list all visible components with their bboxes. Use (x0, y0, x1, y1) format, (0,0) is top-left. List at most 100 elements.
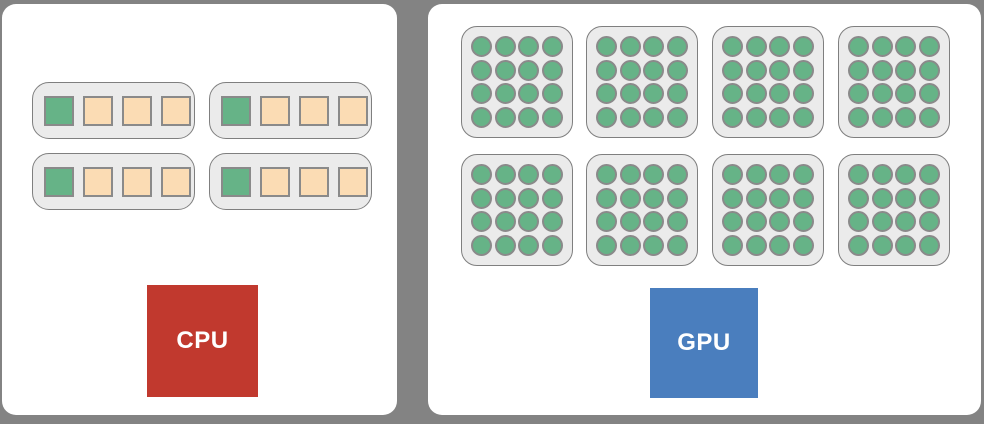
cpu-cache-unit (161, 95, 191, 126)
gpu-core-dot (643, 211, 665, 233)
gpu-core-dot (792, 164, 814, 186)
gpu-core-dot (619, 164, 641, 186)
gpu-core-dot (494, 36, 516, 58)
gpu-core-dot (745, 83, 767, 105)
gpu-core-dot (471, 59, 493, 81)
gpu-core-dot (666, 36, 688, 58)
gpu-core-dot (619, 234, 641, 256)
gpu-core-dot (518, 36, 540, 58)
gpu-core-dot (918, 59, 940, 81)
gpu-core-dot (769, 36, 791, 58)
gpu-core-dot (471, 164, 493, 186)
gpu-core-dot (518, 59, 540, 81)
gpu-core-dot (918, 187, 940, 209)
gpu-core-dot (596, 211, 618, 233)
gpu-core-dot (619, 106, 641, 128)
gpu-core-dot (518, 234, 540, 256)
gpu-core-dot (541, 234, 563, 256)
gpu-core-dot (722, 59, 744, 81)
gpu-core-dot (643, 187, 665, 209)
gpu-core-dot (769, 164, 791, 186)
gpu-core-dot (619, 211, 641, 233)
gpu-core-dot (848, 234, 870, 256)
gpu-core-dot (895, 36, 917, 58)
gpu-chip-label: GPU (650, 288, 758, 398)
gpu-core-dot (541, 211, 563, 233)
gpu-core-dot (722, 234, 744, 256)
gpu-core-dot (619, 59, 641, 81)
gpu-core-dot (643, 83, 665, 105)
gpu-core-dot (918, 211, 940, 233)
gpu-core-dot (871, 211, 893, 233)
gpu-core-block (586, 26, 698, 138)
cpu-cache-unit (299, 166, 329, 197)
cpu-cache-unit (83, 95, 113, 126)
gpu-core-dot (619, 83, 641, 105)
gpu-core-dot (666, 211, 688, 233)
gpu-core-block (712, 154, 824, 266)
gpu-core-block (838, 154, 950, 266)
gpu-core-dot (541, 187, 563, 209)
gpu-core-dot (643, 106, 665, 128)
gpu-core-dot (541, 164, 563, 186)
gpu-core-dot (792, 234, 814, 256)
gpu-core-dot (666, 164, 688, 186)
cpu-cache-unit (338, 95, 368, 126)
gpu-core-dot (518, 187, 540, 209)
gpu-core-dot (541, 59, 563, 81)
gpu-core-dot (541, 106, 563, 128)
gpu-core-dot (471, 106, 493, 128)
gpu-core-dot (848, 106, 870, 128)
gpu-core-dot (792, 36, 814, 58)
cpu-cache-unit (122, 166, 152, 197)
cpu-core-unit (221, 166, 251, 197)
gpu-core-dot (596, 83, 618, 105)
gpu-core-dot (895, 164, 917, 186)
gpu-core-dot (918, 83, 940, 105)
gpu-core-dot (895, 59, 917, 81)
gpu-core-dot (518, 164, 540, 186)
gpu-core-dot (596, 59, 618, 81)
gpu-core-dot (769, 59, 791, 81)
gpu-core-dot (792, 211, 814, 233)
gpu-core-dot (494, 164, 516, 186)
gpu-core-dot (848, 187, 870, 209)
gpu-core-dot (722, 83, 744, 105)
gpu-core-dot (871, 187, 893, 209)
gpu-core-dot (494, 187, 516, 209)
cpu-core-group (209, 82, 372, 139)
cpu-core-group (209, 153, 372, 210)
gpu-core-dot (541, 83, 563, 105)
gpu-core-dot (792, 187, 814, 209)
gpu-core-dot (918, 36, 940, 58)
gpu-core-block (586, 154, 698, 266)
gpu-core-dot (848, 36, 870, 58)
gpu-core-dot (722, 187, 744, 209)
gpu-core-dot (471, 187, 493, 209)
gpu-core-dot (722, 36, 744, 58)
gpu-core-dot (643, 59, 665, 81)
gpu-core-dot (745, 36, 767, 58)
gpu-core-dot (871, 59, 893, 81)
gpu-core-block (712, 26, 824, 138)
gpu-core-dot (666, 234, 688, 256)
gpu-core-dot (518, 106, 540, 128)
gpu-core-dot (643, 36, 665, 58)
gpu-core-dot (871, 36, 893, 58)
gpu-core-dot (722, 211, 744, 233)
cpu-core-unit (221, 95, 251, 126)
cpu-cache-unit (260, 95, 290, 126)
cpu-chip-label: CPU (147, 285, 258, 397)
gpu-core-dot (596, 36, 618, 58)
gpu-core-dot (643, 164, 665, 186)
gpu-core-dot (666, 106, 688, 128)
gpu-core-dot (769, 187, 791, 209)
gpu-core-dot (848, 83, 870, 105)
gpu-core-dot (918, 164, 940, 186)
cpu-cache-unit (161, 166, 191, 197)
gpu-core-dot (745, 234, 767, 256)
gpu-core-dot (792, 83, 814, 105)
gpu-core-dot (494, 234, 516, 256)
gpu-core-dot (494, 211, 516, 233)
gpu-core-dot (769, 211, 791, 233)
